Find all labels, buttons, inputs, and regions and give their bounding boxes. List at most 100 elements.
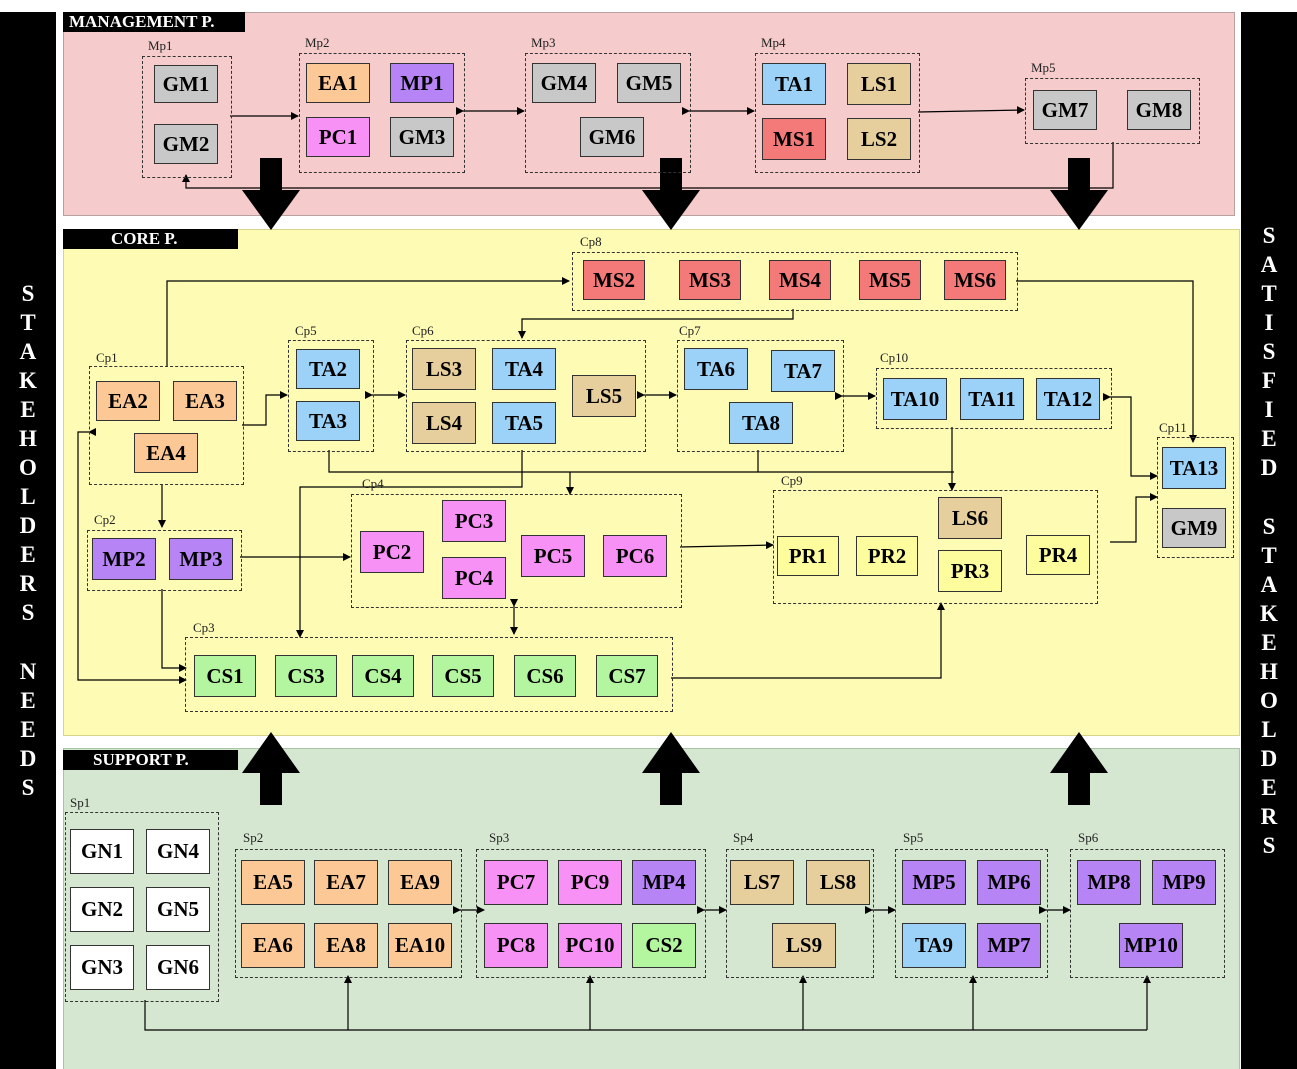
group-cp10 — [876, 368, 1112, 429]
process-node-ls7: LS7 — [730, 860, 794, 905]
right_bar.line2-letter: S — [1262, 514, 1276, 539]
left_bar.line1-letter: O — [19, 455, 37, 480]
process-node-mp3: MP3 — [169, 538, 233, 580]
management-lane-title: MANAGEMENT P. — [63, 12, 245, 32]
process-node-gm2: GM2 — [154, 124, 218, 164]
process-node-gn2: GN2 — [70, 887, 134, 932]
right_bar.line2-letter: K — [1260, 601, 1278, 626]
right_bar.line1-letter: T — [1261, 281, 1277, 306]
process-node-ls2: LS2 — [847, 118, 911, 160]
process-node-ea10: EA10 — [388, 923, 452, 968]
process-node-pc7: PC7 — [484, 860, 548, 905]
right_bar.line2-letter: A — [1260, 572, 1278, 597]
process-node-cs5: CS5 — [432, 655, 494, 697]
group-mp5 — [1025, 78, 1200, 144]
process-node-ta7: TA7 — [771, 350, 835, 392]
up-arrow-left — [242, 732, 300, 805]
left_bar.line1-letter: A — [19, 339, 37, 364]
process-node-ta4: TA4 — [492, 348, 556, 390]
left_bar.line2-letter: E — [20, 688, 36, 713]
process-node-ls6: LS6 — [938, 497, 1002, 539]
right_bar.line1-letter: S — [1262, 223, 1276, 248]
up-arrow-right — [1050, 732, 1108, 805]
process-node-ls4: LS4 — [412, 402, 476, 444]
process-node-ls3: LS3 — [412, 348, 476, 390]
process-node-mp2: MP2 — [92, 538, 156, 580]
process-node-pc6: PC6 — [603, 535, 667, 577]
right_bar.line2-letter: L — [1261, 717, 1277, 742]
group-label: Mp2 — [305, 35, 330, 50]
process-node-mp4: MP4 — [632, 860, 696, 905]
group-cp3 — [185, 637, 673, 712]
right_bar.line1-letter: I — [1264, 397, 1274, 422]
group-label: Cp7 — [679, 323, 701, 338]
process-node-ms4: MS4 — [769, 260, 831, 300]
group-sp5 — [895, 849, 1048, 978]
support-lane-title: SUPPORT P. — [63, 750, 238, 770]
left_bar.line1-letter: D — [19, 513, 37, 538]
process-node-gm1: GM1 — [154, 65, 218, 103]
right_bar.line1-letter: I — [1264, 310, 1274, 335]
process-node-ms1: MS1 — [762, 118, 826, 160]
right_bar.line1-letter: D — [1260, 455, 1278, 480]
group-mp1 — [142, 56, 232, 178]
group-cp6 — [406, 340, 646, 452]
group-sp4 — [726, 849, 874, 978]
process-node-cs7: CS7 — [596, 655, 658, 697]
right_bar.line1-letter: A — [1260, 252, 1278, 277]
group-cp4 — [351, 494, 682, 608]
process-node-mp7: MP7 — [977, 923, 1041, 968]
group-label: Sp4 — [733, 830, 754, 845]
process-node-gm8: GM8 — [1127, 90, 1191, 130]
process-node-gm7: GM7 — [1033, 90, 1097, 130]
right_bar.line2-letter: D — [1260, 746, 1278, 771]
process-node-ms2: MS2 — [583, 260, 645, 300]
group-label: Cp6 — [412, 323, 434, 338]
process-node-ea9: EA9 — [388, 860, 452, 905]
group-cp5 — [288, 340, 374, 452]
group-label: Cp5 — [295, 323, 317, 338]
right_bar.line2-letter: T — [1261, 543, 1277, 568]
process-node-ta9: TA9 — [902, 923, 966, 968]
process-node-mp6: MP6 — [977, 860, 1041, 905]
process-node-ea7: EA7 — [314, 860, 378, 905]
process-node-ta13: TA13 — [1162, 447, 1226, 489]
process-node-ea1: EA1 — [306, 63, 370, 103]
process-node-mp9: MP9 — [1152, 860, 1216, 905]
group-label: Cp8 — [580, 234, 602, 249]
right_bar.line2-letter: E — [1261, 775, 1277, 800]
core-processes-lane — [63, 229, 1240, 736]
group-label: Mp5 — [1031, 60, 1056, 75]
right_bar.line1-letter: S — [1262, 339, 1276, 364]
process-node-ms5: MS5 — [859, 260, 921, 300]
left_bar.line1-letter: R — [19, 571, 37, 596]
group-cp9 — [773, 490, 1098, 604]
process-node-ta3: TA3 — [296, 401, 360, 441]
process-node-ta6: TA6 — [684, 348, 748, 390]
left_bar.line1-letter: E — [20, 397, 36, 422]
group-mp3 — [525, 53, 691, 173]
group-cp2 — [87, 530, 242, 591]
process-node-pr4: PR4 — [1026, 535, 1090, 575]
process-node-pc8: PC8 — [484, 923, 548, 968]
process-node-ea4: EA4 — [134, 433, 198, 473]
group-cp1 — [89, 366, 244, 485]
group-sp1 — [65, 812, 219, 1002]
right_bar.line2-letter: H — [1260, 659, 1278, 684]
group-label: Cp9 — [781, 473, 803, 488]
process-node-ls5: LS5 — [572, 375, 636, 417]
process-node-gn6: GN6 — [146, 945, 210, 990]
right_bar.line2-letter: E — [1261, 630, 1277, 655]
process-node-gm9: GM9 — [1162, 508, 1226, 548]
process-node-gm3: GM3 — [390, 117, 454, 157]
process-node-cs4: CS4 — [352, 655, 414, 697]
process-node-pr3: PR3 — [938, 550, 1002, 592]
process-node-ls1: LS1 — [847, 63, 911, 105]
left_bar.line1-letter: T — [20, 310, 36, 335]
process-node-pc3: PC3 — [442, 500, 506, 542]
process-node-pc10: PC10 — [558, 923, 622, 968]
process-node-mp1: MP1 — [390, 63, 454, 103]
process-node-mp8: MP8 — [1077, 860, 1141, 905]
process-node-ta2: TA2 — [296, 349, 360, 389]
